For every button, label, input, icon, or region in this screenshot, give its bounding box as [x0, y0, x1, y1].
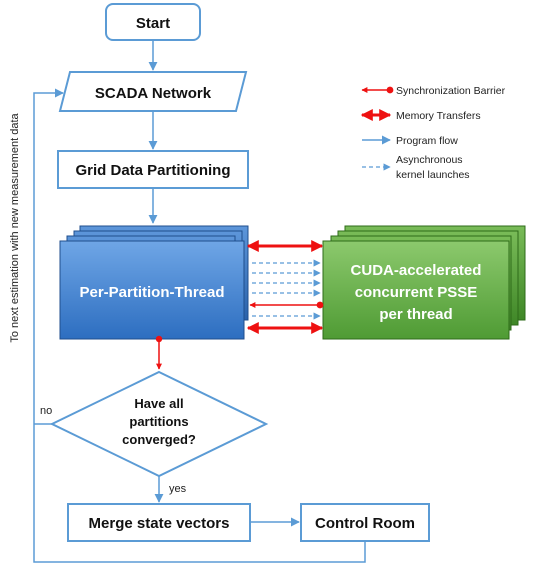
legend-item-sync: Synchronization Barrier	[361, 85, 506, 97]
per-partition-thread-stack: Per-Partition-Thread	[59, 225, 249, 340]
merge-state-vectors-node: Merge state vectors	[67, 503, 251, 542]
loop-label: To next estimation with new measurement …	[9, 112, 21, 342]
yes-label: yes	[169, 483, 187, 495]
legend-async-label-line-2: kernel launches	[396, 169, 470, 181]
legend-item-flow: Program flow	[362, 135, 458, 147]
decision-label-line-1: Have all	[134, 396, 183, 411]
scada-network-label: SCADA Network	[95, 85, 212, 102]
cuda-psse-stack: CUDA-accelerated concurrent PSSE per thr…	[322, 225, 526, 340]
legend-item-async: Asynchronous kernel launches	[362, 154, 470, 181]
start-label: Start	[136, 15, 170, 32]
decision-label-line-3: converged?	[122, 432, 196, 447]
cuda-label-line-3: per thread	[379, 306, 452, 323]
grid-data-partitioning-label: Grid Data Partitioning	[75, 162, 230, 179]
legend-async-label-line-1: Asynchronous	[396, 154, 463, 166]
per-partition-thread-label: Per-Partition-Thread	[79, 284, 224, 301]
decision-label-line-2: partitions	[129, 414, 188, 429]
legend-flow-label: Program flow	[396, 135, 458, 147]
scada-network-node: SCADA Network	[58, 71, 248, 112]
legend-sync-label: Synchronization Barrier	[396, 85, 506, 97]
thread-cuda-connectors	[246, 240, 324, 334]
merge-state-vectors-label: Merge state vectors	[89, 515, 230, 532]
control-room-node: Control Room	[300, 503, 430, 542]
sync-barrier-dot	[155, 335, 163, 343]
start-node: Start	[105, 3, 201, 41]
legend-item-memory: Memory Transfers	[360, 109, 481, 122]
legend-memory-label: Memory Transfers	[396, 110, 481, 122]
no-label: no	[40, 405, 52, 417]
cuda-label-line-1: CUDA-accelerated	[351, 262, 482, 279]
legend: Synchronization Barrier Memory Transfers…	[360, 85, 506, 181]
control-room-label: Control Room	[315, 515, 415, 532]
cuda-label-line-2: concurrent PSSE	[355, 284, 478, 301]
convergence-decision-node: Have all partitions converged?	[49, 370, 269, 478]
grid-data-partitioning-node: Grid Data Partitioning	[57, 150, 249, 189]
loop-back-arrow	[33, 88, 366, 563]
